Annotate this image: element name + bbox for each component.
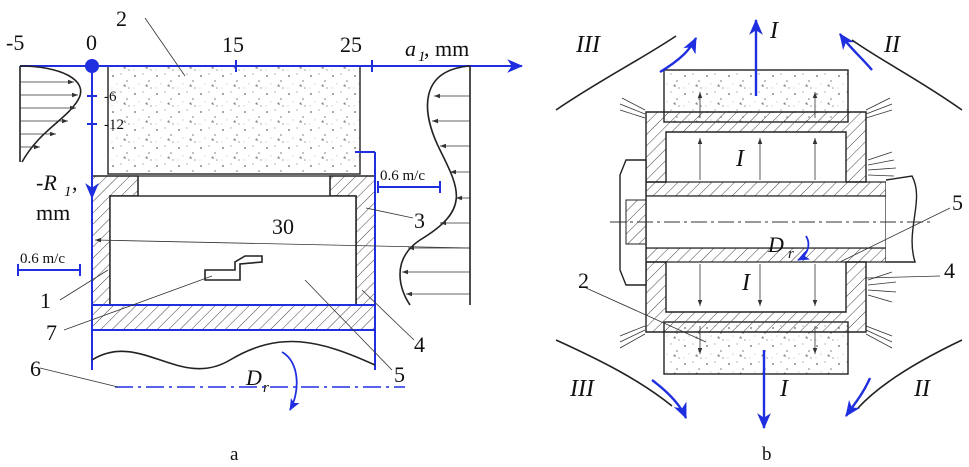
svg-text:1: 1 — [64, 184, 72, 200]
caption-b: b — [762, 444, 772, 465]
part-5-b: 5 — [952, 190, 963, 215]
svg-text:,: , — [72, 170, 78, 195]
flow-arrow-top-left — [659, 36, 698, 74]
svg-text:r: r — [263, 380, 269, 396]
tick-25: 25 — [340, 32, 362, 57]
flow-label-iii-bottom: III — [569, 376, 595, 402]
panel-a: -5 0 15 25 a 1 , mm -6 -12 -R 1 , mm 30 … — [6, 6, 524, 465]
rotation-arrow-a — [281, 351, 300, 411]
a1-axis-label: a 1 , mm — [405, 36, 469, 65]
suction-strokes — [619, 97, 897, 349]
part-7: 7 — [46, 320, 57, 345]
shaft-break-line — [91, 340, 376, 370]
flow-arrow-bottom-right — [845, 377, 872, 417]
flow-arrow-bottom-left — [651, 379, 688, 420]
left-velocity-profile — [19, 65, 82, 163]
tick-0: 0 — [86, 30, 97, 55]
part-6: 6 — [30, 356, 41, 381]
flow-label-ii-bottom: II — [913, 376, 931, 402]
scale-label-left: 0.6 m/c — [20, 251, 65, 267]
flow-label-i-top: I — [769, 18, 779, 44]
right-velocity-profile — [399, 65, 471, 306]
flow-label-i-upper-chamber: I — [735, 146, 745, 172]
svg-text:, mm: , mm — [424, 36, 469, 61]
svg-text:a: a — [405, 36, 416, 61]
r1-axis-label: -R 1 , mm — [36, 170, 78, 225]
part-2-a: 2 — [116, 6, 127, 31]
inner-chamber — [109, 195, 357, 306]
flow-label-i-bottom: I — [779, 376, 789, 402]
svg-text:D: D — [245, 365, 262, 390]
housing-top — [645, 111, 867, 183]
svg-text:r: r — [788, 246, 794, 262]
tick-15: 15 — [222, 32, 244, 57]
flow-label-iii-top: III — [575, 32, 601, 58]
part-2-b: 2 — [578, 268, 589, 293]
svg-text:1: 1 — [418, 49, 426, 65]
part-4: 4 — [414, 332, 425, 357]
grinding-wheel-a — [107, 65, 361, 175]
panel-b: III I II I I III I II 5 4 2 D r b — [555, 18, 963, 465]
svg-text:D: D — [767, 232, 784, 257]
rotation-arrow-b — [797, 235, 811, 261]
tick-minus-12: -12 — [104, 117, 124, 133]
tick-minus-6: -6 — [104, 89, 117, 105]
caption-a: a — [230, 444, 239, 465]
value-30: 30 — [272, 214, 294, 239]
flow-label-i-lower-chamber: I — [741, 270, 751, 296]
key-element — [204, 255, 263, 281]
flow-zone-outline — [91, 66, 376, 370]
part-5-a: 5 — [394, 362, 405, 387]
part-1: 1 — [40, 288, 51, 313]
part-4-b: 4 — [944, 258, 955, 283]
svg-text:mm: mm — [36, 200, 70, 225]
housing-bottom — [645, 261, 867, 333]
rotation-label-b: D r — [767, 232, 794, 262]
flow-arrow-top-right — [839, 33, 873, 71]
tick-minus-5: -5 — [6, 30, 24, 55]
part-3: 3 — [414, 208, 425, 233]
rotation-label-a: D r — [245, 365, 269, 396]
flow-label-ii-top: II — [883, 32, 901, 58]
svg-text:-R: -R — [36, 170, 57, 195]
scale-label-right: 0.6 m/c — [380, 168, 425, 184]
